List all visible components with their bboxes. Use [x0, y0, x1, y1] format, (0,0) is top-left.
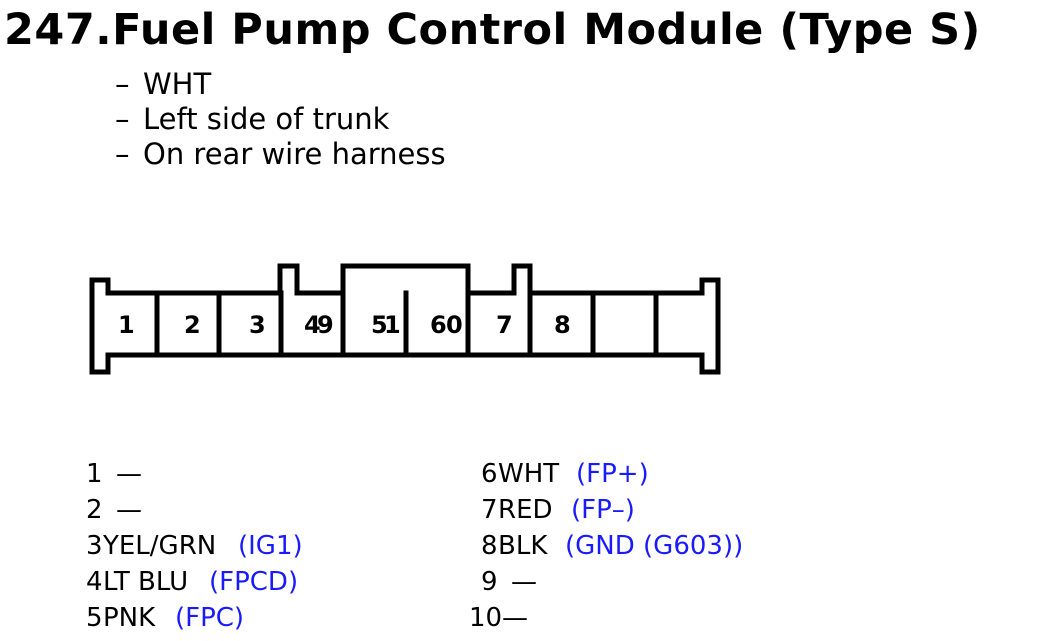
- connector-pin-label: 7: [496, 311, 513, 339]
- connector-pin-label: 1: [118, 311, 135, 339]
- note-location: Left side of trunk: [143, 102, 390, 136]
- pin-wire: —: [511, 567, 537, 597]
- pin-number: 2: [86, 495, 103, 525]
- pin-number: 9: [481, 567, 498, 597]
- note-harness: On rear wire harness: [143, 137, 446, 171]
- pin-wire: —: [116, 459, 142, 489]
- connector-pin-label: 8: [554, 311, 571, 339]
- connector-pin-label: 9: [317, 311, 334, 339]
- pin-number: 5: [86, 603, 103, 633]
- pin-signal: (FPC): [175, 603, 245, 633]
- pin-wire: LT BLU: [103, 567, 189, 597]
- note-line: –WHT: [115, 67, 446, 102]
- note-line: –Left side of trunk: [115, 102, 446, 137]
- page-title: 247.Fuel Pump Control Module (Type S): [4, 5, 981, 55]
- connector-pin-label: 5: [371, 311, 388, 339]
- pin-signal: (FP–): [571, 495, 635, 525]
- pin-wire: —: [116, 495, 142, 525]
- note-line: –On rear wire harness: [115, 137, 446, 172]
- pin-signal: (GND (G603)): [565, 531, 744, 561]
- pin-signal: (FP+): [576, 459, 649, 489]
- connector-pin-label: 3: [249, 311, 266, 339]
- connector-pin-label: 6: [430, 311, 447, 339]
- connector-pin-label: 1: [384, 311, 401, 339]
- connector-housing: [89, 263, 721, 375]
- connector-pin-label: 0: [446, 311, 463, 339]
- connector-pin-label: 2: [184, 311, 201, 339]
- pin-signal: (FPCD): [209, 567, 299, 597]
- pin-wire: YEL/GRN: [103, 531, 217, 561]
- pin-number: 6: [481, 459, 498, 489]
- note-dash: –: [115, 102, 130, 136]
- pin-wire: WHT: [498, 459, 560, 489]
- pin-number: 10: [469, 603, 503, 633]
- pin-number: 3: [86, 531, 103, 561]
- connector-pin-label: 4: [304, 311, 321, 339]
- pin-wire: PNK: [103, 603, 156, 633]
- location-notes: –WHT –Left side of trunk –On rear wire h…: [115, 67, 446, 172]
- pin-signal: (IG1): [238, 531, 303, 561]
- note-color: WHT: [143, 67, 212, 101]
- pin-number: 7: [481, 495, 498, 525]
- pin-number: 8: [481, 531, 498, 561]
- pin-wire: RED: [498, 495, 553, 525]
- pin-wire: —: [502, 603, 528, 633]
- note-dash: –: [115, 137, 130, 171]
- note-dash: –: [115, 67, 130, 101]
- pin-number: 1: [86, 459, 103, 489]
- pin-number: 4: [86, 567, 103, 597]
- pin-wire: BLK: [498, 531, 548, 561]
